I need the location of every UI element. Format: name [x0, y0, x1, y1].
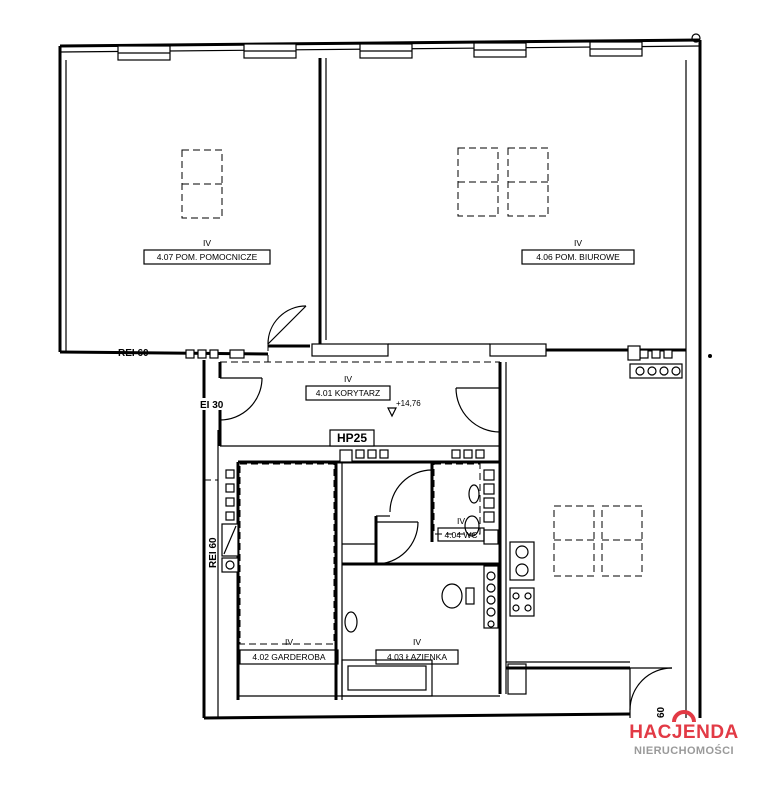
hp25-label: HP25 [337, 431, 367, 445]
room-level: IV [285, 637, 293, 647]
room-name: 4.07 POM. POMOCNICZE [157, 252, 258, 262]
room-level: IV [203, 238, 211, 248]
furniture [181, 147, 643, 697]
room-label-4-04: IV 4.04 WC [437, 516, 485, 542]
hacjenda-logo: HACJENDA NIERUCHOMOŚCI [629, 710, 739, 757]
logo-subtitle: NIERUCHOMOŚCI [634, 744, 734, 757]
room-label-4-07: IV 4.07 POM. POMOCNICZE [143, 238, 271, 265]
room-name: 4.01 KORYTARZ [316, 388, 380, 398]
room-level: IV [413, 637, 421, 647]
room-name: 4.02 GARDEROBA [252, 652, 326, 662]
room-label-4-02: IV 4.02 GARDEROBA [239, 637, 339, 665]
room-name: 4.06 POM. BIUROWE [536, 252, 620, 262]
room-level: IV [574, 238, 582, 248]
room-label-4-06: IV 4.06 POM. BIUROWE [521, 238, 635, 265]
outer-walls [58, 38, 702, 720]
annotations: REI 60 EI 30 REI 60 +14,76 HP25 60 [118, 33, 712, 718]
fire-rating-bottom: 60 [656, 706, 667, 718]
room-name: 4.04 WC [444, 530, 477, 540]
logo-name: HACJENDA [629, 722, 739, 743]
windows [117, 41, 643, 61]
fire-rating-rei60-top: REI 60 [118, 348, 149, 359]
room-name: 4.03 ŁAZIENKA [387, 652, 447, 662]
room-level: IV [344, 374, 352, 384]
room-label-4-03: IV 4.03 ŁAZIENKA [375, 637, 459, 665]
room-label-4-01: IV 4.01 KORYTARZ [305, 374, 391, 401]
level-mark: +14,76 [396, 399, 421, 408]
fire-rating-ei30: EI 30 [200, 400, 224, 411]
doors [219, 305, 673, 718]
fire-rating-rei60-left: REI 60 [208, 537, 219, 568]
interior-walls [204, 58, 686, 700]
room-level: IV [457, 516, 465, 526]
